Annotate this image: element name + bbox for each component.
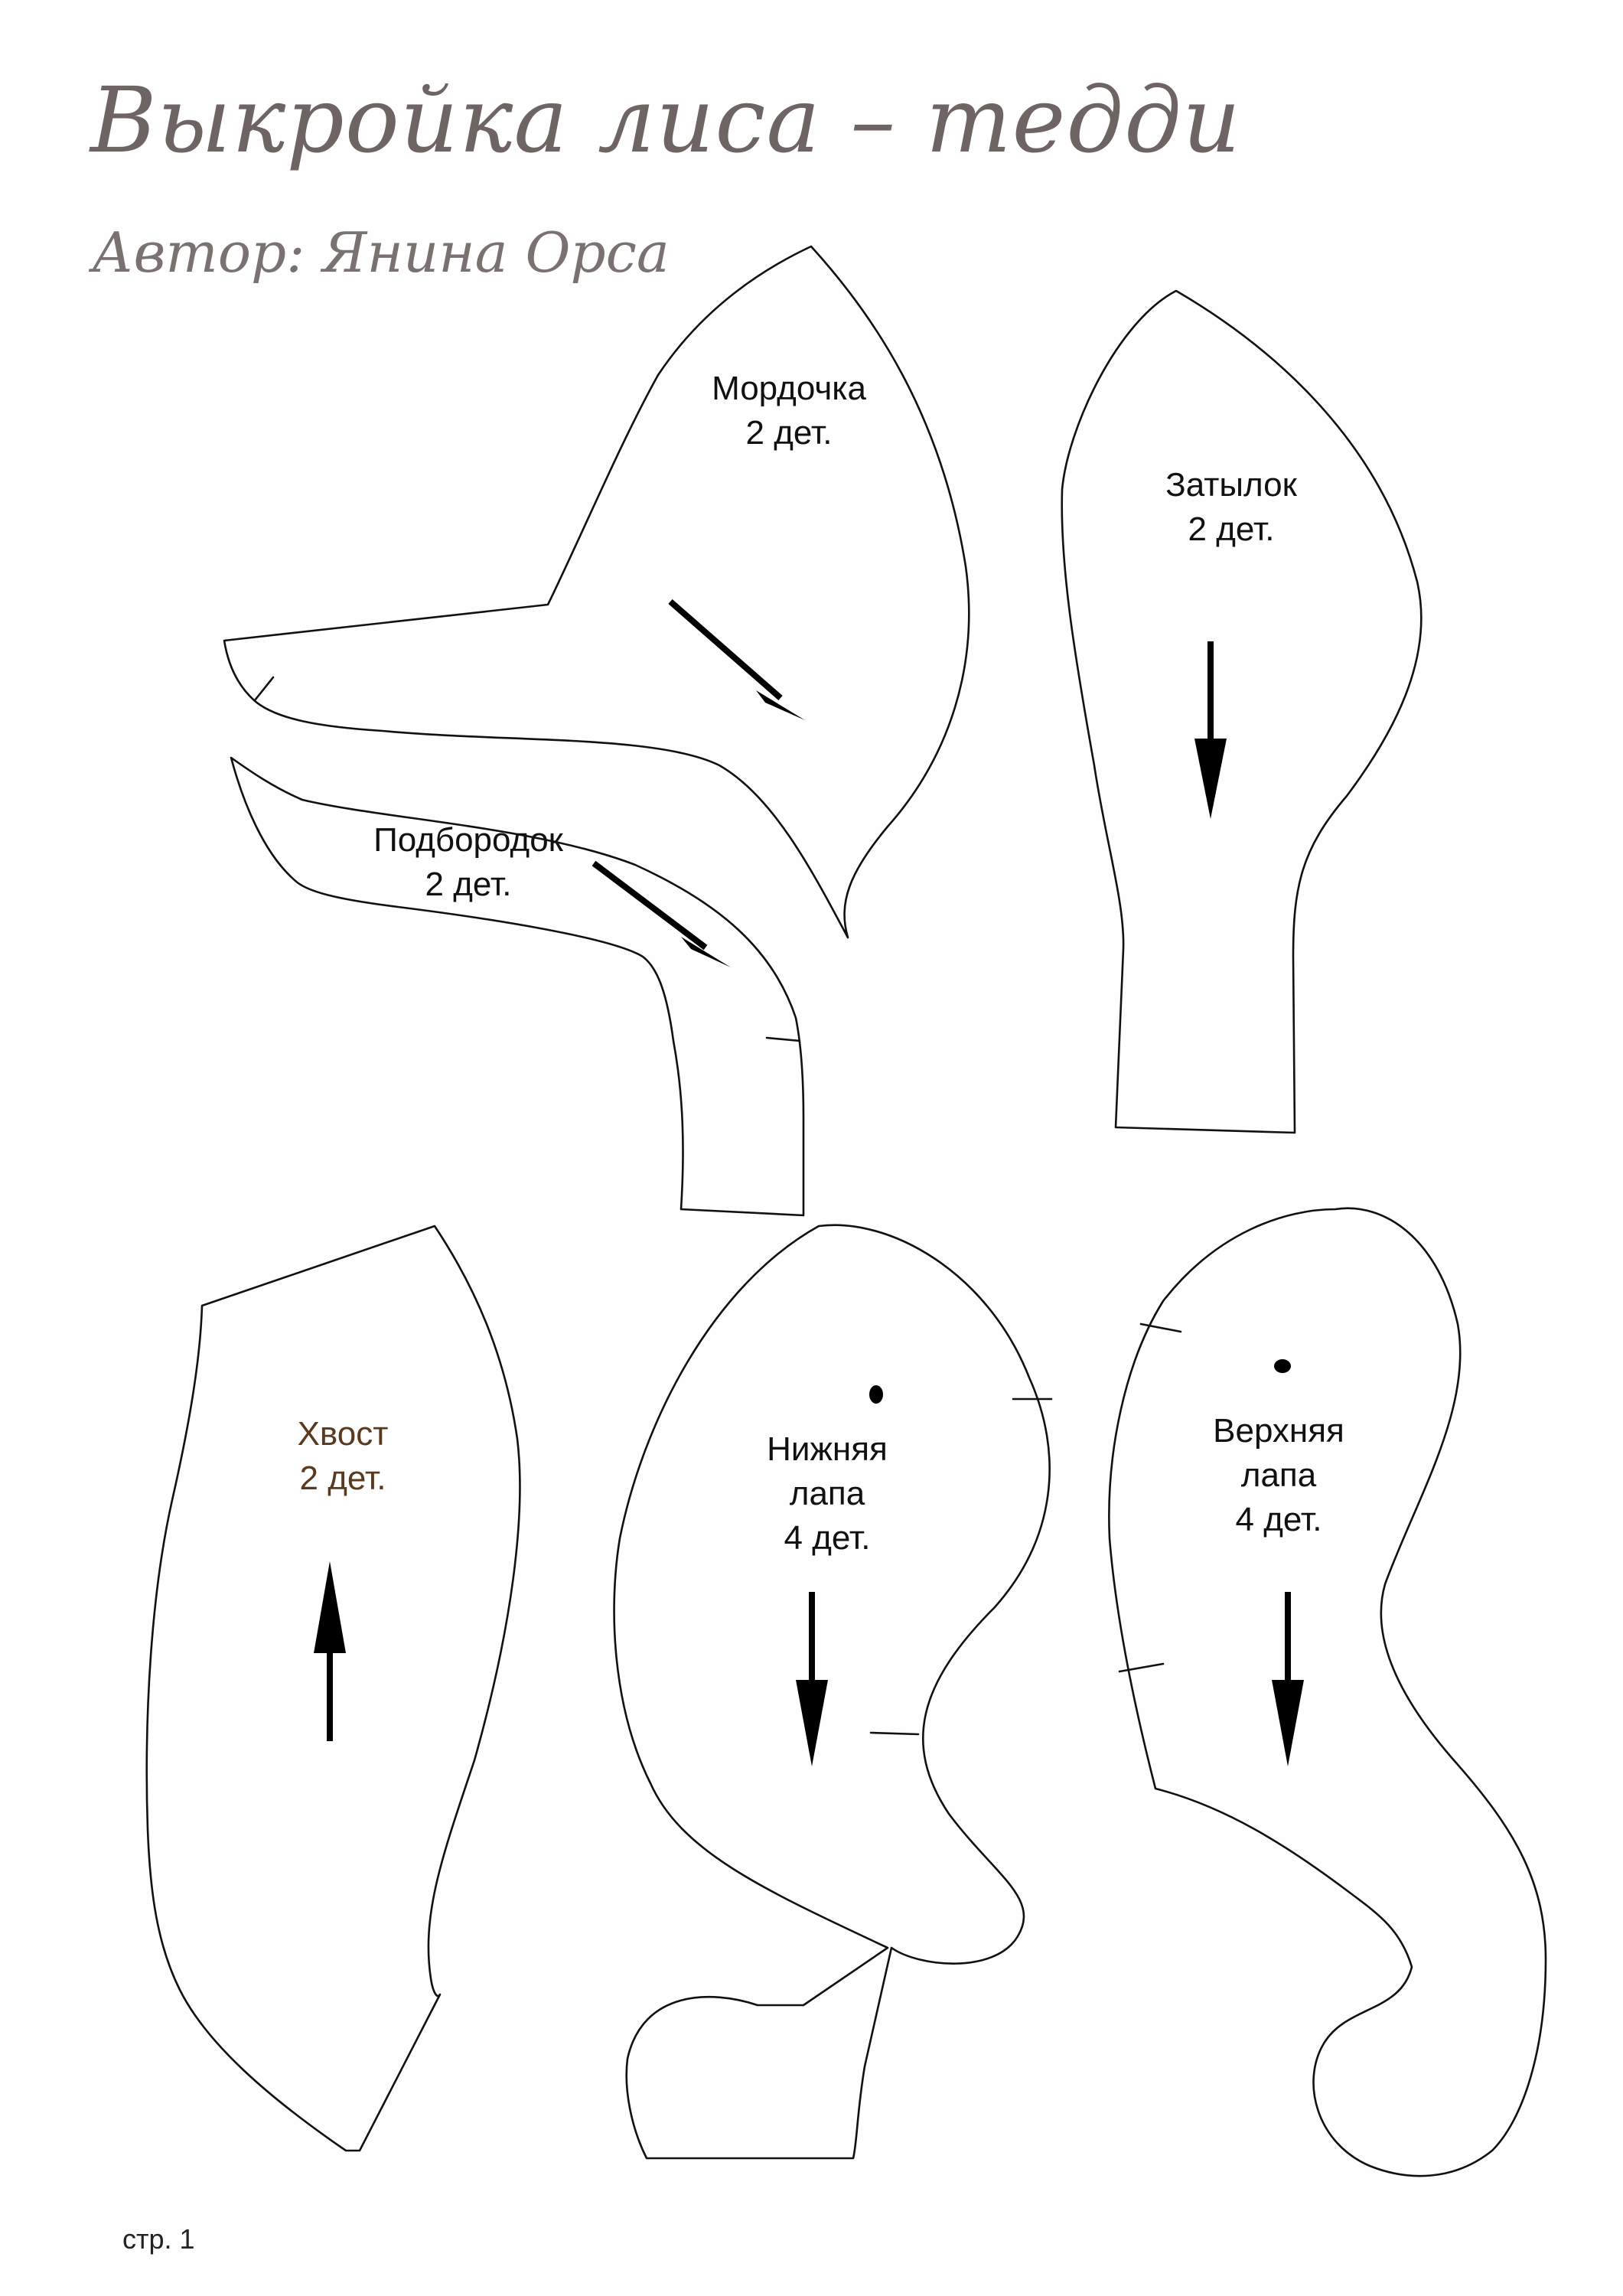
- piece-lower-paw: Нижняя лапа 4 дет.: [613, 1224, 1053, 2160]
- lower-paw-marker-dot: [869, 1385, 883, 1404]
- lower-paw-name-line1: Нижняя: [767, 1430, 888, 1468]
- tail-grainline-arrow-icon: [314, 1561, 346, 1653]
- muzzle-outline: [223, 245, 970, 939]
- muzzle-notch: [253, 676, 275, 702]
- piece-chin: Подбородок 2 дет.: [230, 756, 805, 1217]
- chin-name: Подбородок: [373, 821, 564, 859]
- tail-name: Хвост: [298, 1415, 389, 1453]
- nape-count: 2 дет.: [1188, 510, 1275, 548]
- upper-paw-outline: [1108, 1207, 1547, 2177]
- nape-grainline-arrow-icon: [1194, 739, 1227, 819]
- lower-paw-grainline-arrow-icon: [796, 1680, 828, 1766]
- page-title: Выкройка лиса – тедди: [90, 67, 1242, 173]
- muzzle-arrow-shaft: [668, 598, 783, 701]
- piece-muzzle: Мордочка 2 дет.: [223, 245, 970, 939]
- nape-outline: [1061, 289, 1423, 1134]
- muzzle-grainline-arrow-icon: [756, 690, 805, 720]
- chin-notch: [765, 1036, 801, 1042]
- piece-nape: Затылок 2 дет.: [1061, 289, 1423, 1134]
- chin-outline: [230, 756, 805, 1217]
- lower-paw-count: 4 дет.: [784, 1519, 871, 1557]
- nape-name: Затылок: [1165, 466, 1297, 504]
- upper-paw-count: 4 дет.: [1236, 1501, 1322, 1538]
- tail-outline: [145, 1225, 521, 2152]
- upper-paw-grainline-arrow-icon: [1272, 1680, 1304, 1766]
- piece-upper-paw: Верхняя лапа 4 дет.: [1108, 1207, 1547, 2177]
- upper-paw-notch-top: [1139, 1322, 1182, 1333]
- piece-tail: Хвост 2 дет.: [145, 1225, 521, 2152]
- lower-paw-outline: [613, 1224, 1051, 2160]
- page-number: стр. 1: [122, 2223, 195, 2255]
- muzzle-count: 2 дет.: [746, 414, 833, 452]
- author-line: Автор: Янина Орса: [92, 220, 670, 285]
- upper-paw-marker-dot: [1274, 1359, 1291, 1373]
- upper-paw-notch-bottom: [1118, 1662, 1165, 1673]
- tail-count: 2 дет.: [300, 1459, 386, 1497]
- chin-arrow-shaft: [592, 860, 708, 951]
- upper-paw-name-line1: Верхняя: [1213, 1412, 1344, 1450]
- chin-grainline-arrow-icon: [681, 937, 731, 967]
- muzzle-name: Мордочка: [712, 370, 866, 407]
- lower-paw-name-line2: лапа: [790, 1475, 865, 1512]
- lower-paw-notch-bottom: [869, 1731, 920, 1736]
- upper-paw-name-line2: лапа: [1241, 1456, 1317, 1494]
- chin-count: 2 дет.: [425, 866, 512, 903]
